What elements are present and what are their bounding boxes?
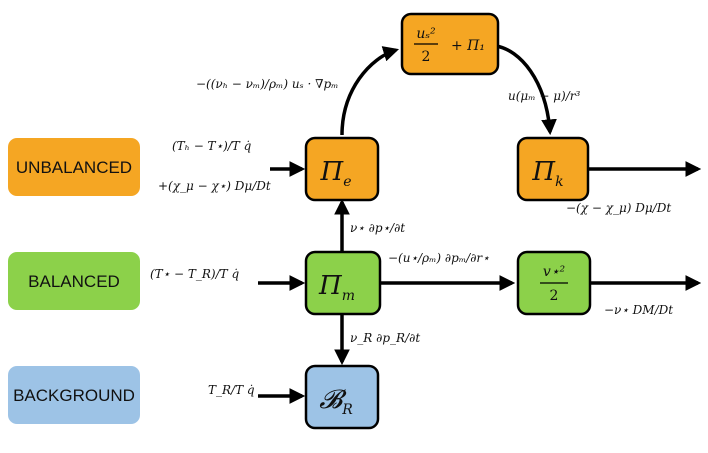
term-kinetic-sink: −ν⋆ DM/Dt: [604, 303, 673, 317]
node-top-numer: uₛ²: [416, 26, 436, 42]
node-pi-m-sub: m: [342, 288, 355, 304]
node-pi-k-sub: k: [555, 174, 563, 190]
term-pi-m-to-background: ν_R ∂p_R/∂t: [350, 331, 420, 345]
node-kinetic: v⋆² 2: [516, 250, 592, 316]
svg-text:Πk: Πk: [531, 157, 563, 190]
category-background: BACKGROUND: [8, 366, 140, 424]
node-kinetic-numer: v⋆²: [543, 264, 566, 280]
node-pi-k: Πk: [516, 136, 590, 202]
node-top-plus: + Π₁: [451, 38, 485, 54]
node-pi-m: Πm: [304, 250, 382, 316]
svg-text:Πm: Πm: [318, 271, 355, 304]
arrows: [258, 44, 702, 404]
category-balanced: BALANCED: [8, 252, 140, 310]
node-pi-e-label: Π: [320, 157, 345, 187]
node-pi-k-label: Π: [531, 157, 556, 187]
node-top-denom: 2: [422, 49, 431, 65]
node-pi-e-sub: e: [343, 174, 351, 190]
node-b-r-sub: R: [341, 402, 353, 418]
arrow-top-to-pi-k: [495, 44, 557, 136]
node-pi-m-label: Π: [318, 271, 343, 301]
term-heating-background: T_R/T q̇: [208, 383, 255, 397]
term-heating-unbalanced-2: +(χ_μ − χ⋆) Dμ/Dt: [158, 179, 271, 193]
category-balanced-label: BALANCED: [28, 272, 120, 291]
term-pi-m-to-pi-e: ν⋆ ∂p⋆/∂t: [350, 221, 405, 235]
category-unbalanced-label: UNBALANCED: [16, 158, 132, 177]
term-conversion-top-right: u(μₘ − μ)/r³: [508, 89, 581, 103]
term-heating-balanced: (T⋆ − T_R)/T q̇: [150, 267, 239, 281]
node-top: uₛ² 2 + Π₁: [400, 12, 500, 76]
node-pi-e: Πe: [304, 136, 380, 202]
node-b-r: 𝓑R: [304, 364, 380, 430]
term-pi-m-to-kinetic: −(u⋆/ρₘ) ∂pₘ/∂r⋆: [388, 251, 490, 265]
term-pi-k-sink: −(χ − χ_μ) Dμ/Dt: [566, 201, 671, 215]
svg-text:Πe: Πe: [320, 157, 352, 190]
category-unbalanced: UNBALANCED: [8, 138, 140, 196]
term-conversion-top-left: −((νₕ − νₘ)/ρₘ) uₛ · ∇pₘ: [196, 77, 339, 91]
arrow-pi-e-to-top: [340, 46, 400, 136]
category-background-label: BACKGROUND: [13, 386, 135, 405]
term-heating-unbalanced-1: (Tₕ − T⋆)/T q̇: [172, 139, 252, 153]
node-kinetic-denom: 2: [550, 288, 559, 304]
